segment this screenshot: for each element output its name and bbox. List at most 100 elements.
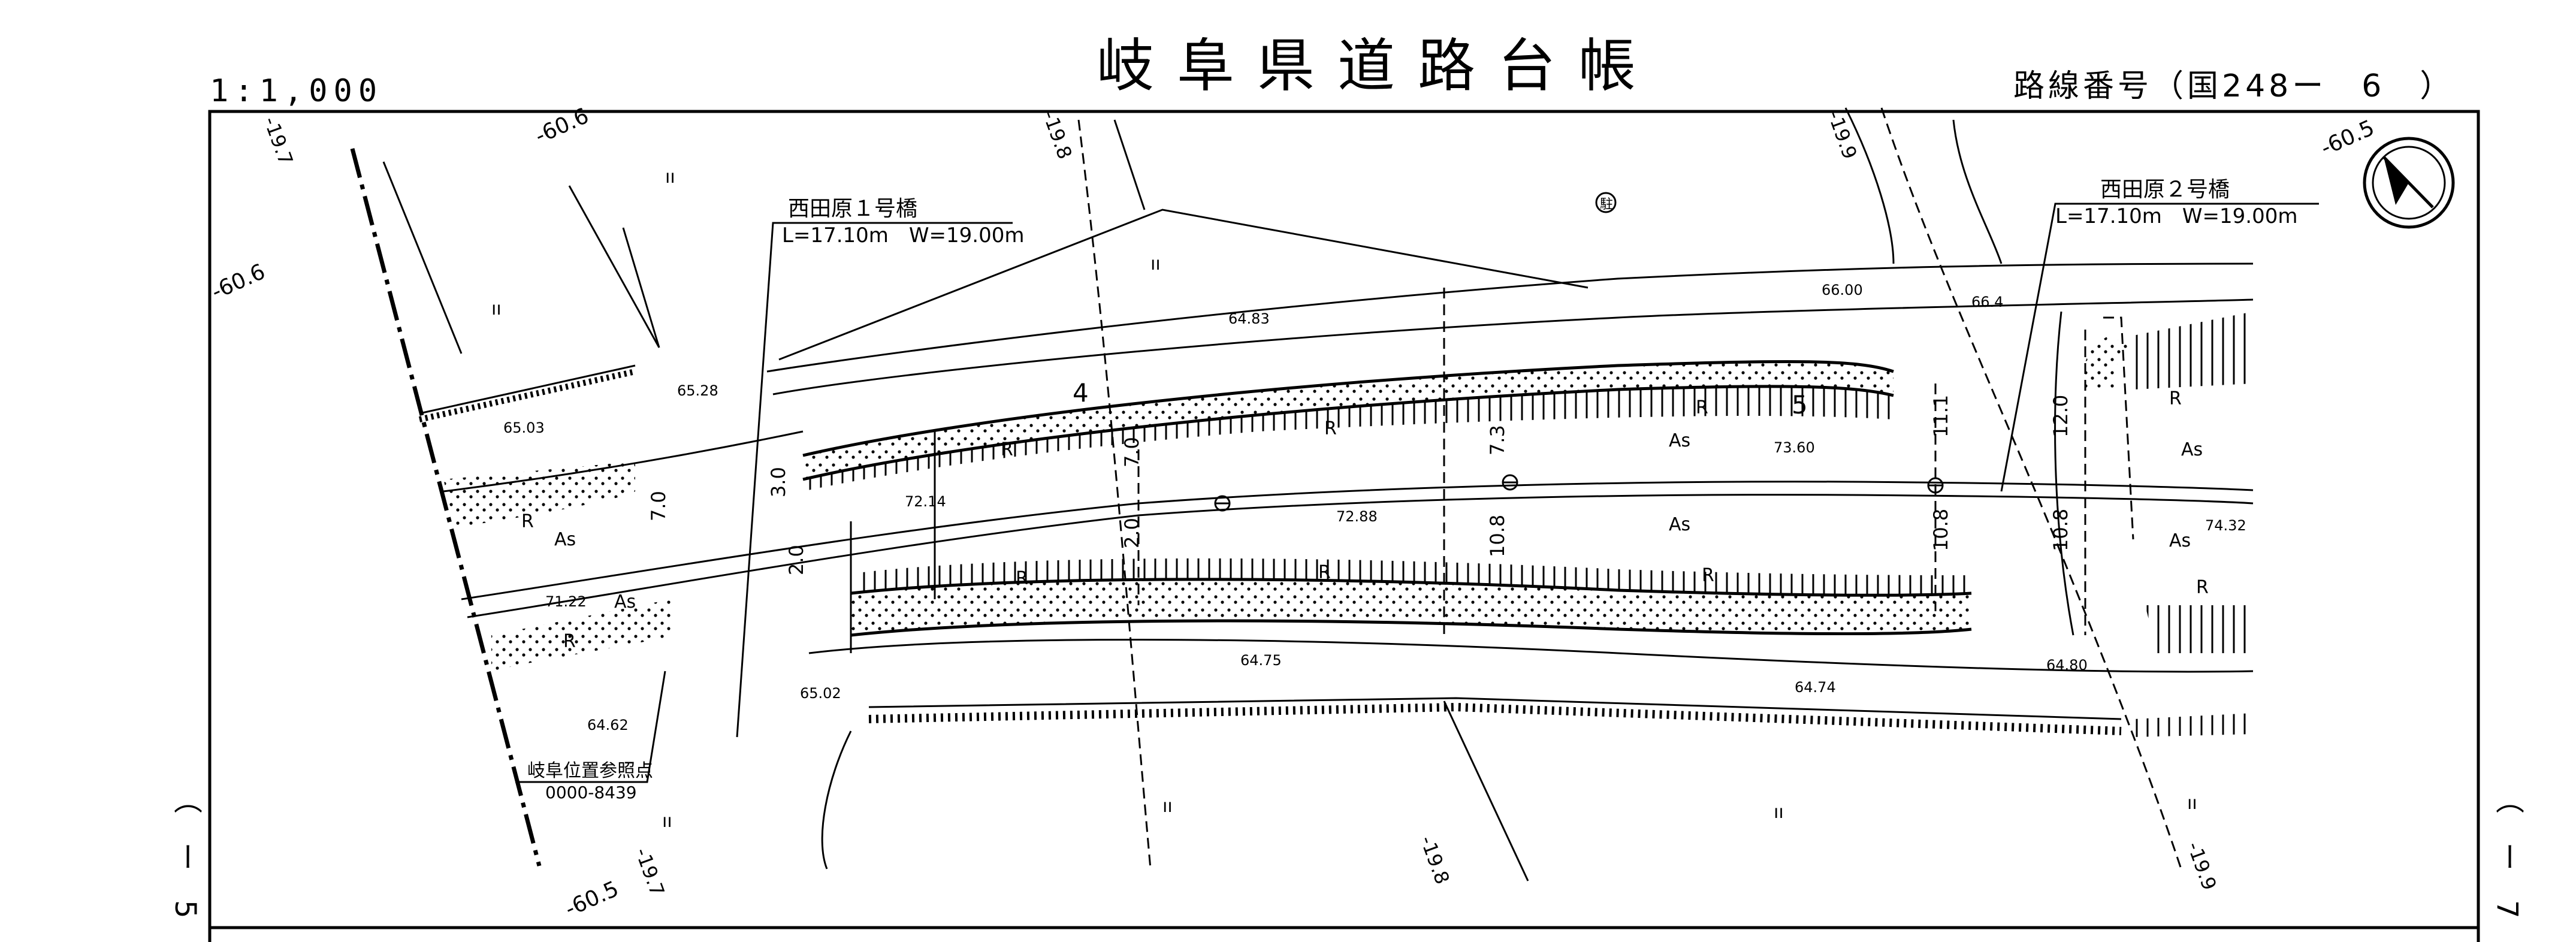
boundary-line-left [350,148,542,866]
reference-point-leader [515,671,666,783]
retaining-wall-south [863,558,1971,596]
width-10: 12.0 [2049,395,2072,437]
boundary-line-right [1880,107,2182,869]
width-4: 7.0 [1121,437,1143,467]
elevation-2: 65.28 [677,382,718,399]
grid-label-6: -19.8 [1038,108,1076,162]
width-7: 10.8 [1486,515,1509,557]
retaining-label-8: R [1702,565,1714,586]
section-number-4: 4 [1073,378,1089,407]
route-number: 路線番号（国248ー 6 ） [2013,68,2455,104]
elevation-14: 64.74 [1795,679,1836,696]
curb-south-outer [850,619,1972,637]
elevation-4: 66.00 [1822,282,1863,298]
south-frontage-edge-a [868,697,2122,720]
width-5: 2.0 [1121,518,1143,548]
asphalt-label-4: As [1669,514,1690,535]
asphalt-label-5: As [2181,439,2203,460]
retaining-label-10: R [2196,577,2209,598]
width-1: 7.0 [647,491,670,521]
south-branch-road [821,730,852,869]
retaining-label-5: R [1696,397,1708,418]
retaining-wall-north [803,386,1894,491]
field-label-3: ıı [1150,253,1161,274]
west-bridge-deck [418,369,636,422]
west-sidewalk-north [443,461,635,527]
manhole-markers [1214,192,1944,512]
west-bridge-rail [419,364,636,415]
adjacent-sheet-left: （ ー 5 [168,785,202,919]
width-8: 11.1 [1929,395,1952,437]
asphalt-label-6: As [2169,530,2191,551]
elevation-12: 65.02 [800,685,841,702]
field-divider-a [1113,119,1146,210]
elevation-10: 71.22 [545,593,587,610]
east-south-wall [2145,605,2253,653]
elevation-3: 64.83 [1228,310,1270,327]
retaining-label-6: R [1016,568,1028,589]
reference-point-code: 0000-8439 [545,783,637,802]
east-dashed-edge [2103,316,2134,540]
elevation-11: 64.62 [587,717,629,733]
asphalt-label-3: As [1669,430,1690,451]
field-divider-b [1844,107,1895,264]
boundary-line-mid [1077,119,1152,869]
east-bridge-rail [2133,713,2253,737]
sheet-title: 岐阜県道路台帳 [1097,32,1659,99]
grid-label-7: -19.9 [1823,108,1861,162]
retaining-label-9: R [2169,388,2182,409]
elevation-8: 73.60 [1774,439,1815,456]
field-label-7: ıı [2187,793,2197,814]
elevation-1: 65.03 [503,419,545,436]
field-label-4: ıı [662,811,672,832]
retaining-label-3: R [1001,439,1013,460]
parking-label: 駐 [1600,197,1613,212]
elevation-9: 74.32 [2205,517,2246,534]
grid-label-8: -19.8 [1415,833,1454,887]
retaining-label-2: R [563,631,576,652]
field-label-6: ıı [1774,802,1784,823]
road-edge-south [808,639,2254,673]
sidewalk-north [803,361,1894,479]
sheet-border [208,110,2480,942]
retaining-label-1: R [521,511,534,532]
south-frontage-rail [868,702,2122,735]
grid-label-3: -60.5 [561,877,623,922]
compass-north-icon [2363,137,2455,229]
grid-label-5: -19.7 [259,114,297,168]
road-edge-north-outer [772,298,2254,395]
field-divider-d [568,185,660,348]
elevation-13: 64.75 [1240,652,1282,669]
grid-label-9: -19.7 [630,845,669,899]
field-label-5: ıı [1162,796,1173,817]
bridge-2-leader [2000,203,2319,492]
width-6: 7.3 [1486,425,1509,455]
retaining-label-7: R [1318,562,1331,583]
grid-label-2: -60.6 [208,259,269,304]
field-boundary-north [778,209,1589,361]
south-branch-line [1443,701,1529,881]
width-11: 10.8 [2049,509,2072,551]
width-9: 10.8 [1929,509,1952,551]
bridge-1-spec: L=17.10m W=19.00m [782,224,1024,247]
elevation-6: 72.14 [905,493,946,510]
field-divider-e [622,227,660,348]
field-label-2: ıı [665,167,675,188]
asphalt-label-2: As [614,591,636,612]
grid-label-10: -19.9 [2182,839,2221,893]
reference-point-label: 岐阜位置参照点 [527,760,653,781]
grid-label-4: -60.5 [2317,116,2378,161]
scale-label: 1:1,000 [210,73,383,109]
road-edge-north-far [766,262,2254,373]
retaining-label-4: R [1324,418,1337,439]
section-number-5: 5 [1792,390,1808,419]
elevation-5: 66.4 [1971,294,2003,310]
width-3: 2.0 [785,545,808,575]
bridge-2-name: 西田原２号橋 [2100,177,2230,202]
width-2: 3.0 [767,467,790,497]
asphalt-label-1: As [554,529,576,550]
field-divider-f [382,161,463,354]
adjacent-sheet-right: （ ー 7 [2490,785,2524,919]
